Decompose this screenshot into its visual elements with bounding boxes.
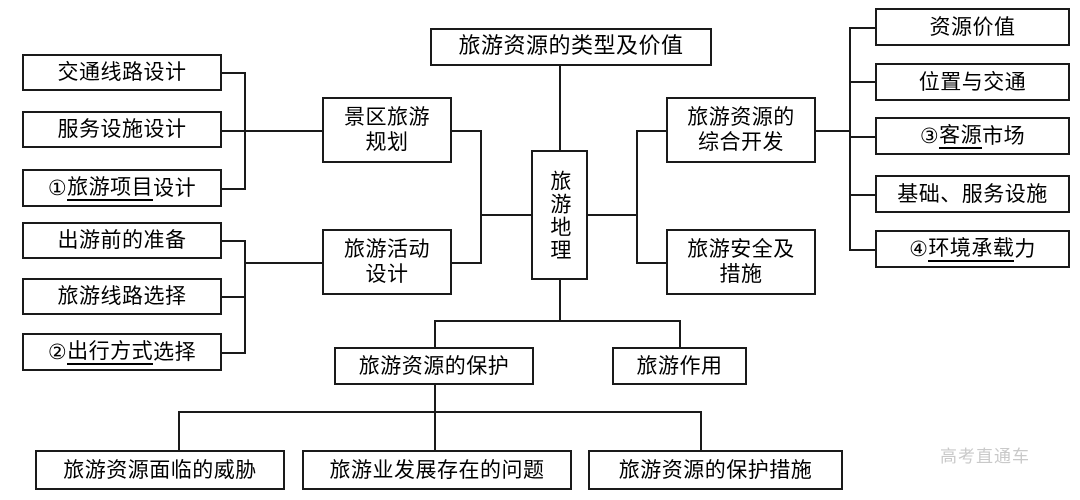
node-resource-protection-measures[interactable]: 旅游资源的保护措施 xyxy=(588,450,843,490)
connector-line xyxy=(636,130,666,132)
connector-line xyxy=(434,411,436,450)
node-scenic-area-tourism-planning[interactable]: 景区旅游 规划 xyxy=(322,97,452,163)
connector-line xyxy=(434,385,436,412)
item-label-rest: 力 xyxy=(1014,236,1036,261)
connector-line xyxy=(849,27,875,29)
node-threats-to-tourism-resources[interactable]: 旅游资源面临的威胁 xyxy=(35,450,285,490)
node-transport-route-design[interactable]: 交通线路设计 xyxy=(22,54,222,91)
item-number: ② xyxy=(47,339,68,364)
item-label-underlined: 旅游项目 xyxy=(67,175,154,202)
connector-line xyxy=(452,262,482,264)
connector-line xyxy=(679,320,681,348)
connector-line xyxy=(559,66,561,152)
connector-line xyxy=(849,249,875,251)
item-number: ④ xyxy=(909,236,929,261)
node-tourism-industry-problems[interactable]: 旅游业发展存在的问题 xyxy=(302,450,572,490)
connector-line xyxy=(244,262,322,264)
connector-line xyxy=(222,130,246,132)
connector-line xyxy=(434,320,436,348)
node-tourism-function[interactable]: 旅游作用 xyxy=(612,347,747,385)
connector-line xyxy=(222,352,246,354)
connector-line xyxy=(480,130,482,264)
connector-line xyxy=(178,411,180,450)
node-tourism-route-selection[interactable]: 旅游线路选择 xyxy=(22,278,222,315)
connector-line xyxy=(222,72,246,74)
connector-line xyxy=(849,81,875,83)
node-comprehensive-development[interactable]: 旅游资源的 综合开发 xyxy=(666,97,816,163)
item-label-underlined: 出行方式 xyxy=(67,339,154,366)
connector-line xyxy=(434,320,680,322)
node-tourism-resource-protection[interactable]: 旅游资源的保护 xyxy=(334,347,534,385)
connector-line xyxy=(849,194,875,196)
item-label-rest: 市场 xyxy=(982,123,1026,148)
connector-line xyxy=(178,411,702,413)
connector-line xyxy=(849,27,851,249)
node-resource-value[interactable]: 资源价值 xyxy=(875,8,1070,46)
connector-line xyxy=(816,130,851,132)
item-label-rest: 设计 xyxy=(153,175,197,200)
node-location-and-transport[interactable]: 位置与交通 xyxy=(875,63,1070,101)
node-pre-trip-preparation[interactable]: 出游前的准备 xyxy=(22,222,222,259)
connector-line xyxy=(222,296,246,298)
connector-line xyxy=(480,214,533,216)
connector-line xyxy=(636,262,666,264)
connector-line xyxy=(559,280,561,321)
item-number: ③ xyxy=(919,123,940,148)
connector-line xyxy=(700,411,702,450)
connector-line xyxy=(244,130,322,132)
connector-line xyxy=(588,214,638,216)
node-service-facility-design[interactable]: 服务设施设计 xyxy=(22,111,222,148)
node-infrastructure-service-facilities[interactable]: 基础、服务设施 xyxy=(875,175,1070,213)
node-tourism-geography-center[interactable]: 旅游地理 xyxy=(531,150,588,280)
node-tourism-resource-types-value[interactable]: 旅游资源的类型及价值 xyxy=(430,28,712,66)
node-tourism-activity-design[interactable]: 旅游活动 设计 xyxy=(322,229,452,295)
item-label-underlined: 环境承载 xyxy=(928,236,1015,263)
connector-line xyxy=(244,240,246,354)
connector-line xyxy=(222,188,246,190)
node-tourism-safety-measures[interactable]: 旅游安全及 措施 xyxy=(666,229,816,295)
item-label-underlined: 客源 xyxy=(939,123,983,150)
item-number: ① xyxy=(47,175,68,200)
connector-line xyxy=(849,136,875,138)
item-label-rest: 选择 xyxy=(153,339,197,364)
watermark-text: 高考直通车 xyxy=(940,447,1030,467)
connector-line xyxy=(222,240,246,242)
connector-line xyxy=(636,130,638,264)
connector-line xyxy=(452,130,482,132)
